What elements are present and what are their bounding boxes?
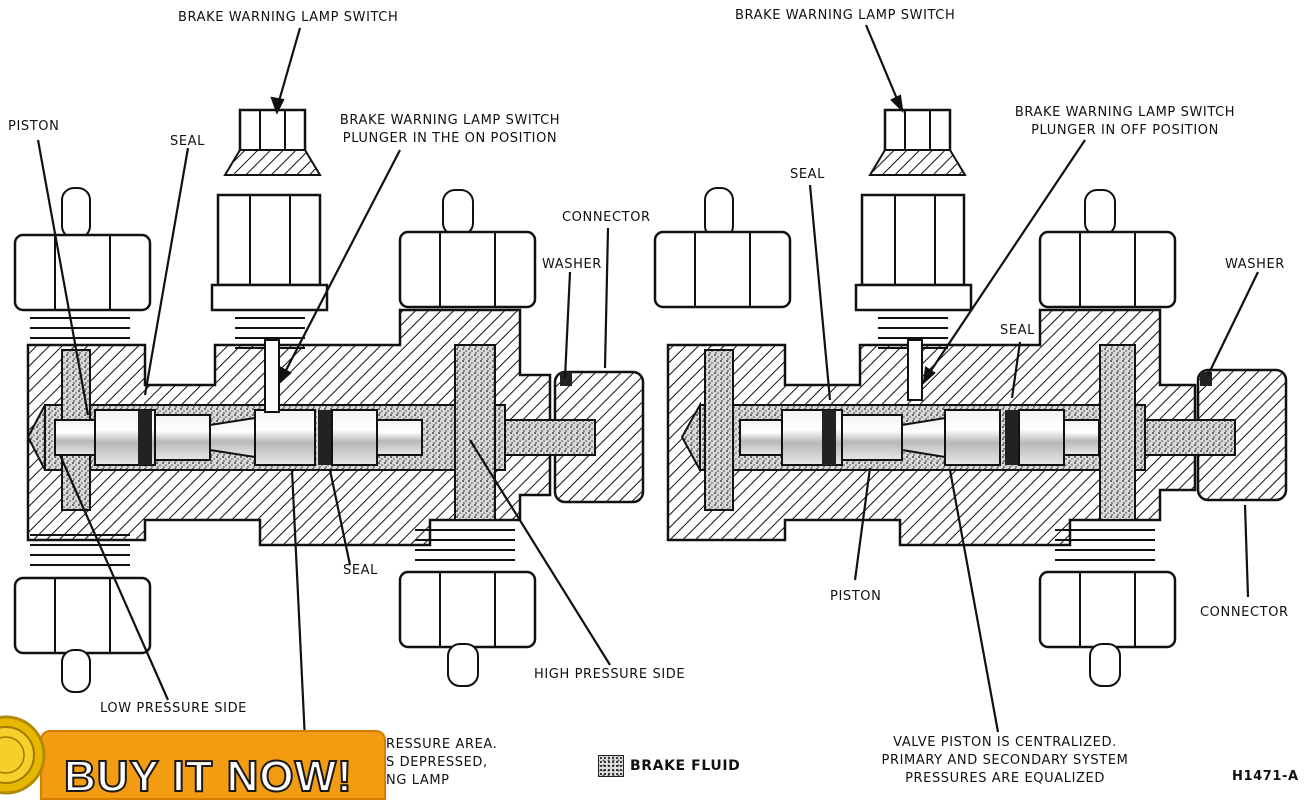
left-caption-line2: S DEPRESSED, xyxy=(386,755,488,770)
buy-it-now-label: BUY IT NOW! xyxy=(63,751,353,802)
left-warning-lamp-switch xyxy=(210,108,329,413)
left-plunger-label-line2: PLUNGER IN THE ON POSITION xyxy=(342,131,558,146)
high-pressure-side-label: HIGH PRESSURE SIDE xyxy=(534,667,686,682)
figure-id: H1471-A xyxy=(1232,769,1299,784)
right-washer-label: WASHER xyxy=(1225,257,1285,272)
left-seal-top-label: SEAL xyxy=(170,134,206,149)
low-pressure-side-label: LOW PRESSURE SIDE xyxy=(100,701,247,716)
stipple-swatch-icon xyxy=(598,755,624,777)
left-caption-line3: NG LAMP xyxy=(386,773,450,788)
right-switch-plunger xyxy=(907,339,923,401)
left-fitting-nut-bottom-right xyxy=(398,570,537,649)
left-plunger-label-line1: BRAKE WARNING LAMP SWITCH xyxy=(339,113,561,128)
right-connector-label: CONNECTOR xyxy=(1200,605,1289,620)
left-switch-plunger xyxy=(264,339,280,413)
right-plunger-label-line1: BRAKE WARNING LAMP SWITCH xyxy=(1014,105,1236,120)
right-plunger-label-line2: PLUNGER IN OFF POSITION xyxy=(1031,123,1219,138)
left-connector-label: CONNECTOR xyxy=(562,210,651,225)
left-caption-line1: RESSURE AREA. xyxy=(386,737,498,752)
left-seal-bottom-label: SEAL xyxy=(343,563,379,578)
left-fitting-nut-top-right xyxy=(398,230,537,309)
right-warning-lamp-switch xyxy=(854,108,973,401)
right-fitting-nut-bottom-right xyxy=(1038,570,1177,649)
right-caption-line1: VALVE PISTON IS CENTRALIZED. xyxy=(893,735,1117,750)
left-valve-assembly xyxy=(13,108,645,693)
right-piston-label: PISTON xyxy=(830,589,882,604)
right-fitting-nut-top-right xyxy=(1038,230,1177,309)
left-piston xyxy=(54,409,423,466)
left-washer-label: WASHER xyxy=(542,257,602,272)
left-fitting-nut-top xyxy=(13,233,152,312)
right-switch-label: BRAKE WARNING LAMP SWITCH xyxy=(735,8,956,23)
right-caption-line3: PRESSURES ARE EQUALIZED xyxy=(905,771,1105,786)
right-caption-line2: PRIMARY AND SECONDARY SYSTEM xyxy=(881,753,1129,768)
gold-seal-icon xyxy=(0,715,46,795)
legend-label: BRAKE FLUID xyxy=(630,758,741,774)
left-switch-label: BRAKE WARNING LAMP SWITCH xyxy=(178,10,399,25)
left-piston-label: PISTON xyxy=(8,119,60,134)
right-seal-left-label: SEAL xyxy=(790,167,826,182)
right-piston xyxy=(739,409,1100,466)
right-seal-right-label: SEAL xyxy=(1000,323,1036,338)
leader-lines xyxy=(36,24,1259,741)
right-valve-assembly xyxy=(653,108,1288,687)
right-fitting-nut-top xyxy=(653,230,792,309)
